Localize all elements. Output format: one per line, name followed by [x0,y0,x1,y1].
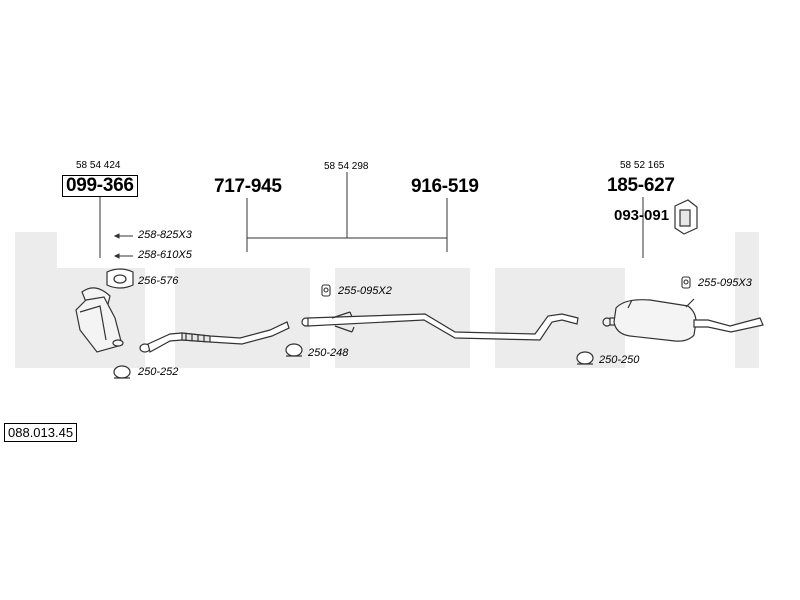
accessory-label: 255-095X2 [338,285,392,297]
middle-pipe-icon [301,311,579,341]
rear-oem-number: 58 52 165 [620,160,665,171]
rear-silencer-icon [602,298,764,342]
accessory-label: 255-095X3 [698,277,752,289]
rear-part-number: 185-627 [607,175,675,196]
gasket-icon [106,268,134,289]
front-pipe-icon [139,321,290,353]
accessory-label: 258-825X3 [138,229,192,241]
accessory-label: 250-252 [138,366,179,378]
diagram-number: 088.013.45 [4,423,78,442]
front-oem-number: 58 54 424 [76,160,121,171]
catalytic-converter-icon [75,287,124,353]
front-part-number: 099-366 [62,175,138,197]
middle-part-left: 717-945 [214,176,282,197]
clamp-icon [113,343,594,379]
hanger-icon [321,276,691,297]
bolt-icon [113,233,133,259]
accessory-label: 256-576 [138,275,179,287]
accessory-label: 250-250 [599,354,640,366]
middle-part-right: 916-519 [411,176,479,197]
middle-oem-number: 58 54 298 [324,161,369,172]
accessory-label: 258-610X5 [138,249,192,261]
hanger-bracket-icon [674,199,698,235]
rear-hanger-part: 093-091 [614,207,670,224]
accessory-label: 250-248 [308,347,349,359]
